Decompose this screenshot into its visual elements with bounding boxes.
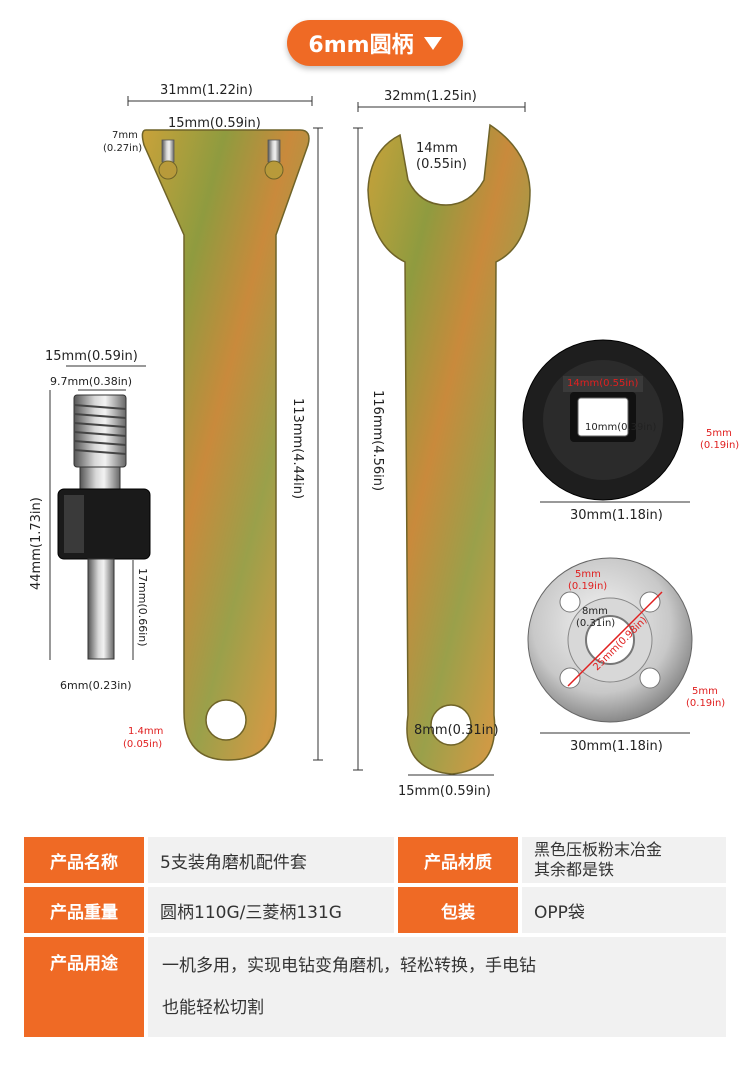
nut-thick-in-label: (0.19in) — [686, 698, 726, 709]
spec-value-material: 黑色压板粉末冶金 其余都是铁 — [522, 837, 726, 883]
wrench-length-label: 116mm(4.56in) — [370, 390, 385, 492]
spec-value-material-line1: 黑色压板粉末冶金 — [534, 840, 663, 859]
wrench-hole-label: 8mm(0.31in) — [414, 723, 499, 738]
spec-row: 产品名称 5支装角磨机配件套 产品材质 黑色压板粉末冶金 其余都是铁 — [24, 837, 726, 883]
spec-value-usage-line1: 一机多用，实现电钻变角磨机，轻松转换，手电钻 — [162, 956, 536, 976]
flange-slot-label: 14mm(0.55in) — [567, 378, 639, 389]
triangle-down-icon — [423, 36, 442, 50]
spec-label-name: 产品名称 — [24, 837, 144, 883]
nut-center-in-label: (0.31in) — [576, 618, 616, 629]
spec-table: 产品名称 5支装角磨机配件套 产品材质 黑色压板粉末冶金 其余都是铁 产品重量 … — [20, 833, 730, 1041]
wrench-width-label: 32mm(1.25in) — [384, 89, 477, 104]
spec-value-name: 5支装角磨机配件套 — [148, 837, 394, 883]
flange-thick-mm-label: 5mm — [706, 428, 732, 439]
product-figure — [49, 96, 693, 776]
variant-badge-label: 6mm圆柄 — [308, 33, 414, 58]
nut-dia-label: 30mm(1.18in) — [570, 739, 663, 754]
pin-spanner — [141, 129, 310, 761]
open-wrench — [367, 123, 531, 775]
spanner-pin-height-in-label: (0.27in) — [103, 143, 143, 154]
spec-label-material: 产品材质 — [398, 837, 518, 883]
spanner-pin-spacing-label: 15mm(0.59in) — [168, 116, 261, 131]
spanner-thickness-in-label: (0.05in) — [123, 739, 163, 750]
nut-center-mm-label: 8mm — [582, 606, 608, 617]
spec-label-package: 包装 — [398, 887, 518, 933]
spanner-length-label: 113mm(4.44in) — [290, 398, 305, 500]
wrench-end-width-label: 15mm(0.59in) — [398, 784, 491, 799]
spec-label-usage: 产品用途 — [24, 937, 144, 1037]
spec-label-weight: 产品重量 — [24, 887, 144, 933]
wrench-jaw-in-label: (0.55in) — [416, 157, 467, 172]
spanner-pin-height-mm-label: 7mm — [112, 130, 138, 141]
lock-nut — [527, 557, 693, 723]
spec-value-weight: 圆柄110G/三菱柄131G — [148, 887, 394, 933]
spec-value-package: OPP袋 — [522, 887, 726, 933]
spec-value-usage: 一机多用，实现电钻变角磨机，轻松转换，手电钻 也能轻松切割 — [148, 937, 726, 1037]
variant-badge: 6mm圆柄 — [287, 20, 463, 66]
spec-row: 产品重量 圆柄110G/三菱柄131G 包装 OPP袋 — [24, 887, 726, 933]
nut-hole-mm-label: 5mm — [575, 569, 601, 580]
spanner-thickness-mm-label: 1.4mm — [128, 726, 164, 737]
flange-bore-label: 10mm(0.39in) — [585, 422, 657, 433]
drill-adapter — [57, 394, 151, 660]
flange-dia-label: 30mm(1.18in) — [570, 508, 663, 523]
spec-value-material-line2: 其余都是铁 — [534, 860, 615, 879]
spec-row: 产品用途 一机多用，实现电钻变角磨机，轻松转换，手电钻 也能轻松切割 — [24, 937, 726, 1037]
inner-flange — [522, 339, 684, 501]
nut-thick-mm-label: 5mm — [692, 686, 718, 697]
flange-thick-in-label: (0.19in) — [700, 440, 740, 451]
wrench-jaw-mm-label: 14mm — [416, 141, 458, 156]
adapter-shank-length-label: 17mm(0.66in) — [136, 568, 149, 647]
adapter-length-label: 44mm(1.73in) — [29, 497, 44, 590]
spanner-width-label: 31mm(1.22in) — [160, 83, 253, 98]
nut-hole-in-label: (0.19in) — [568, 581, 608, 592]
adapter-shank-dia-label: 6mm(0.23in) — [60, 679, 132, 692]
adapter-thread-label: 9.7mm(0.38in) — [50, 375, 133, 388]
spec-value-usage-line2: 也能轻松切割 — [162, 998, 264, 1018]
adapter-width-label: 15mm(0.59in) — [45, 349, 138, 364]
